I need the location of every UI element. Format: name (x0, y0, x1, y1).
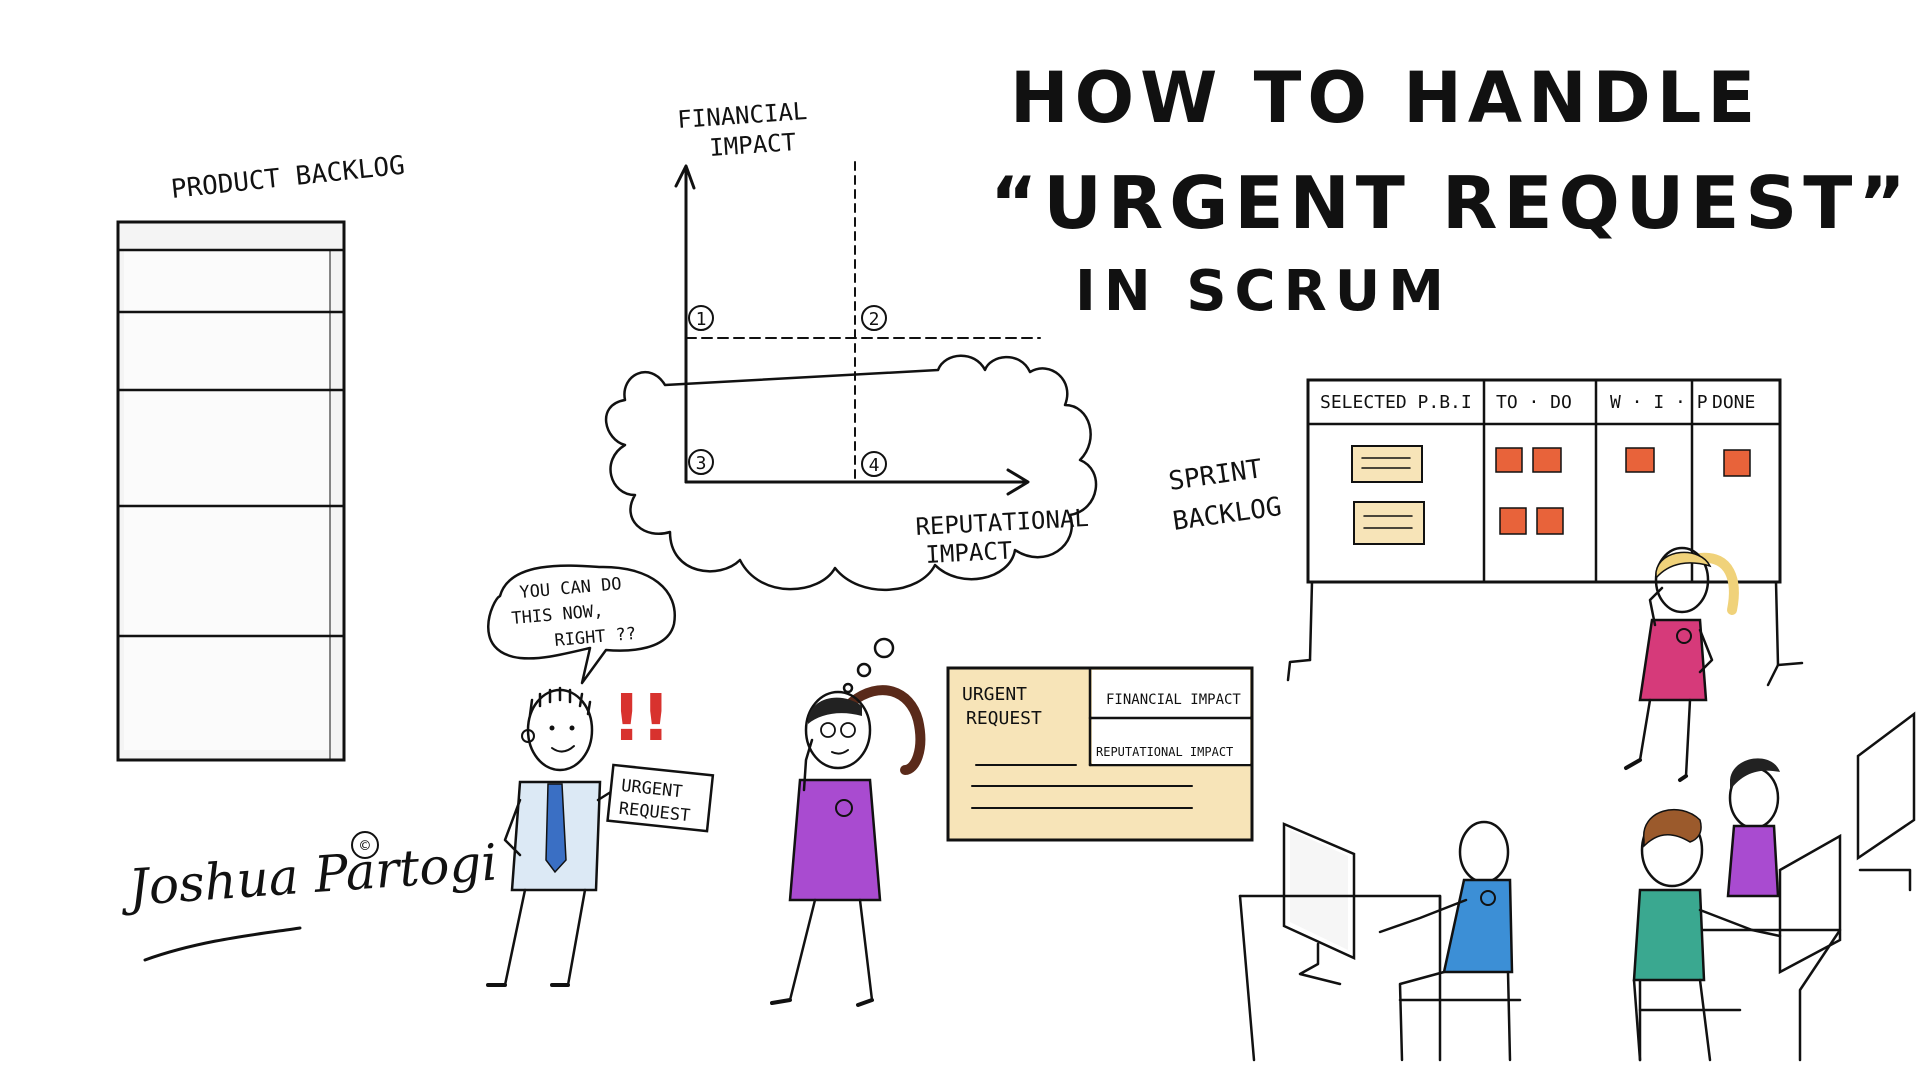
held-urgent-request-card: Urgent request (606, 763, 715, 833)
column-header-selected-pbi: Selected P.B.I (1320, 392, 1472, 413)
product-backlog-label: Product backlog (170, 151, 407, 205)
x-axis-arrow (1006, 468, 1030, 496)
developer-1-head (1458, 820, 1510, 884)
developer-2-shirt (1632, 888, 1706, 982)
title: How to handle “Urgent request” in scrum (990, 57, 1912, 324)
svg-text:3: 3 (696, 453, 707, 474)
quadrant-marker-2: 2 (861, 305, 887, 331)
developer-workstation-1 (1238, 820, 1522, 1062)
speech-line-3: right ?? (554, 624, 637, 651)
speech-bubble: You can do this now, right ?? (487, 564, 677, 685)
computer-monitor-icon (1778, 833, 1842, 975)
column-header-to-do: To · do (1496, 392, 1572, 413)
thinking-woman-hair (808, 697, 862, 724)
request-card-field-reputational: Reputational impact (1096, 745, 1233, 759)
manager-hair (528, 686, 592, 717)
column-header-done: Done (1712, 392, 1755, 413)
developer-2-curly-hair (1643, 809, 1702, 848)
signature-name: Joshua Partogi (118, 833, 499, 917)
title-line-1: How to handle (1010, 57, 1761, 139)
developer-workstation-2 (1632, 711, 1916, 1062)
urgent-request-card: Urgent request Financial impact Reputati… (946, 666, 1254, 842)
y-axis-label-line-2: impact (708, 128, 796, 162)
product-backlog-column (116, 220, 346, 762)
speech-line-1: You can do (519, 574, 623, 603)
sprint-backlog-label-line-2: backlog (1171, 492, 1284, 537)
thought-bubble-dot (856, 662, 872, 678)
title-line-2: “Urgent request” (990, 161, 1912, 245)
title-line-3: in scrum (1075, 259, 1452, 324)
signature: Joshua Partogi © (118, 831, 499, 962)
quadrant-marker-3: 3 (688, 449, 714, 475)
exclamation-marks: !! (612, 682, 670, 756)
x-axis-label-line-2: impact (925, 536, 1013, 568)
ponytail (847, 685, 926, 775)
quadrant-marker-1: 1 (688, 305, 714, 331)
sticky-note (1499, 507, 1527, 535)
manager-head (526, 688, 594, 772)
sprint-backlog: Sprint backlog Selected P.B.I To · do W … (1167, 378, 1804, 687)
thinking-woman-head (804, 690, 872, 770)
blonde-ponytail (1695, 552, 1739, 615)
thinking-woman-dress (788, 778, 882, 902)
request-card-field-financial: Financial impact (1106, 692, 1241, 708)
sprint-backlog-label-line-1: Sprint (1167, 454, 1265, 497)
blonde-woman-figure (1624, 546, 1739, 782)
sticky-note (1532, 447, 1562, 473)
developer-1-shirt (1442, 878, 1514, 974)
computer-monitor-icon (1856, 711, 1916, 861)
speech-line-2: this now, (511, 601, 605, 629)
pbi-card (1353, 501, 1425, 545)
svg-text:4: 4 (869, 455, 880, 476)
y-axis-arrow (674, 164, 696, 190)
developer-3-shirt (1726, 824, 1780, 898)
thought-bubble-dot (873, 637, 895, 659)
blonde-woman-top (1638, 618, 1708, 702)
sticky-note (1723, 449, 1751, 477)
sticky-note (1536, 507, 1564, 535)
product-backlog: Product backlog (116, 151, 407, 762)
sticky-note (1625, 447, 1655, 473)
sticky-note (1495, 447, 1523, 473)
thought-cloud (605, 354, 1098, 694)
svg-text:2: 2 (869, 309, 880, 330)
svg-text:1: 1 (696, 309, 707, 330)
quadrant-marker-4: 4 (861, 451, 887, 477)
column-header-wip: W · I · P (1610, 392, 1708, 413)
sprint-board: Selected P.B.I To · do W · I · P Done (1286, 378, 1804, 687)
x-axis-label-line-1: Reputational (915, 504, 1090, 541)
thinking-woman-figure (770, 685, 926, 1007)
blonde-woman-head (1654, 546, 1710, 614)
manager-figure (486, 686, 618, 987)
request-card-title-line-1: Urgent (962, 684, 1027, 705)
manager-tie-icon (545, 783, 567, 874)
copyright-mark: © (360, 836, 370, 855)
pbi-card (1351, 445, 1423, 483)
request-card-title-line-2: request (966, 708, 1042, 729)
thought-bubble-dot (842, 682, 854, 694)
